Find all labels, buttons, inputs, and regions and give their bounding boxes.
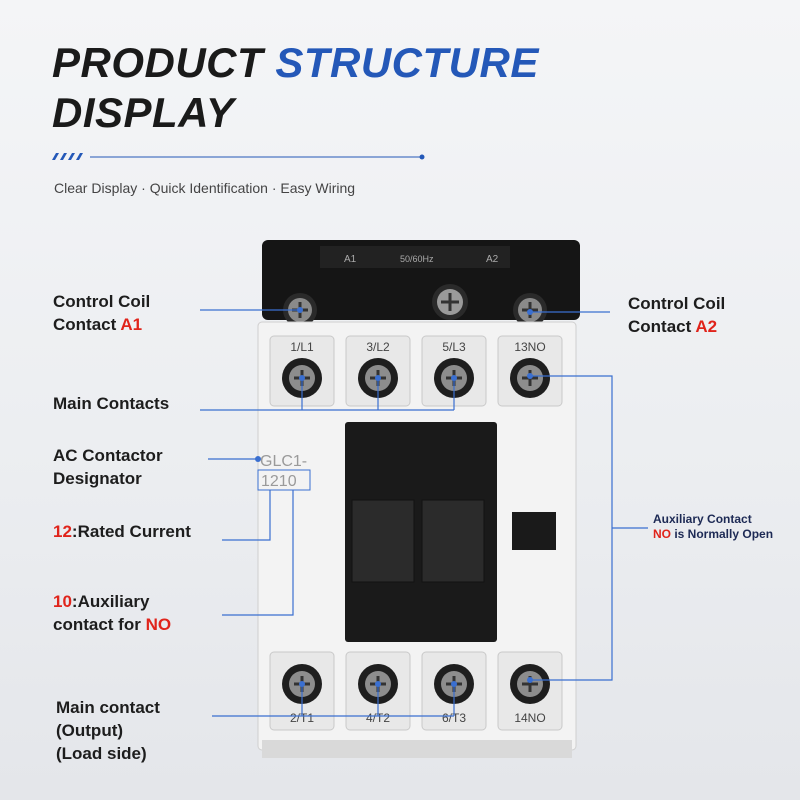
title-word-structure: STRUCTURE — [275, 39, 539, 86]
terminal-label-13no: 13NO — [514, 340, 545, 354]
terminal-label-4t2: 4/T2 — [366, 711, 390, 725]
coil-label-a1: A1 — [344, 254, 357, 265]
terminal-label-5l3: 5/L3 — [442, 340, 466, 354]
label-rated-current: 12:Rated Current — [53, 522, 191, 541]
label-control-coil-a2: Control Coil Contact A2 — [628, 294, 726, 336]
terminal-label-3l2: 3/L2 — [366, 340, 390, 354]
title-word-product: PRODUCT — [52, 39, 264, 86]
model-line-2: 1210 — [261, 473, 297, 490]
label-designator: AC Contactor Designator — [53, 446, 163, 488]
title-divider — [52, 153, 425, 160]
coil-rating: 50/60Hz — [400, 254, 434, 264]
coil-label-a2: A2 — [486, 254, 499, 265]
terminal-label-14no: 14NO — [514, 711, 545, 725]
terminal-label-2t1: 2/T1 — [290, 711, 314, 725]
terminal-label-6t3: 6/T3 — [442, 711, 466, 725]
callout-lines — [200, 309, 648, 717]
label-control-coil-a1: Control Coil Contact A1 — [53, 292, 151, 334]
title-word-display: DISPLAY — [52, 89, 235, 136]
page-title: PRODUCT STRUCTURE DISPLAY — [52, 38, 539, 138]
terminal-label-1l1: 1/L1 — [290, 340, 314, 354]
label-auxiliary: 10:Auxiliary contact for NO — [53, 592, 172, 634]
label-aux-contact-no: Auxiliary Contact NO is Normally Open — [653, 512, 774, 541]
label-main-contact-output: Main contact (Output) (Load side) — [56, 698, 160, 763]
subtitle: Clear Display · Quick Identification · E… — [54, 180, 356, 196]
label-main-contacts: Main Contacts — [53, 394, 170, 413]
coil-center-screw — [432, 284, 468, 320]
model-line-1: GLC1- — [260, 453, 307, 470]
